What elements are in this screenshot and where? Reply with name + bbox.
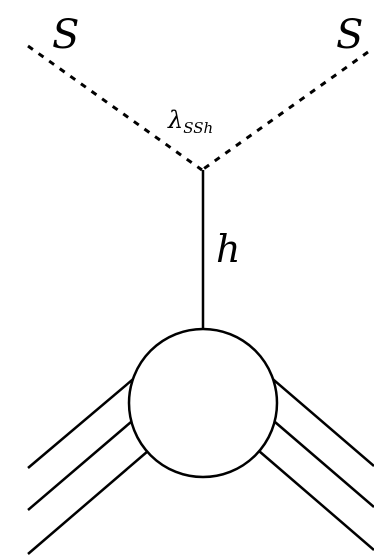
coupling-label: λSSh (167, 106, 213, 137)
left-scalar-dashed-line (27, 44, 203, 172)
left-scalar-label: S (52, 12, 79, 58)
right-scalar-label: S (336, 12, 363, 58)
right-line-1 (267, 374, 374, 467)
right-line-3 (258, 450, 374, 551)
right-scalar-dashed-line (201, 50, 369, 172)
left-line-3 (27, 450, 149, 555)
coupling-subscript: SSh (183, 119, 213, 137)
right-external-lines (258, 374, 374, 551)
right-line-2 (274, 421, 374, 508)
left-line-1 (27, 374, 139, 469)
left-line-2 (27, 421, 132, 511)
coupling-symbol: λ (167, 106, 183, 134)
higgs-label: h (216, 227, 240, 271)
left-external-lines (27, 374, 149, 555)
interaction-blob (127, 327, 279, 479)
